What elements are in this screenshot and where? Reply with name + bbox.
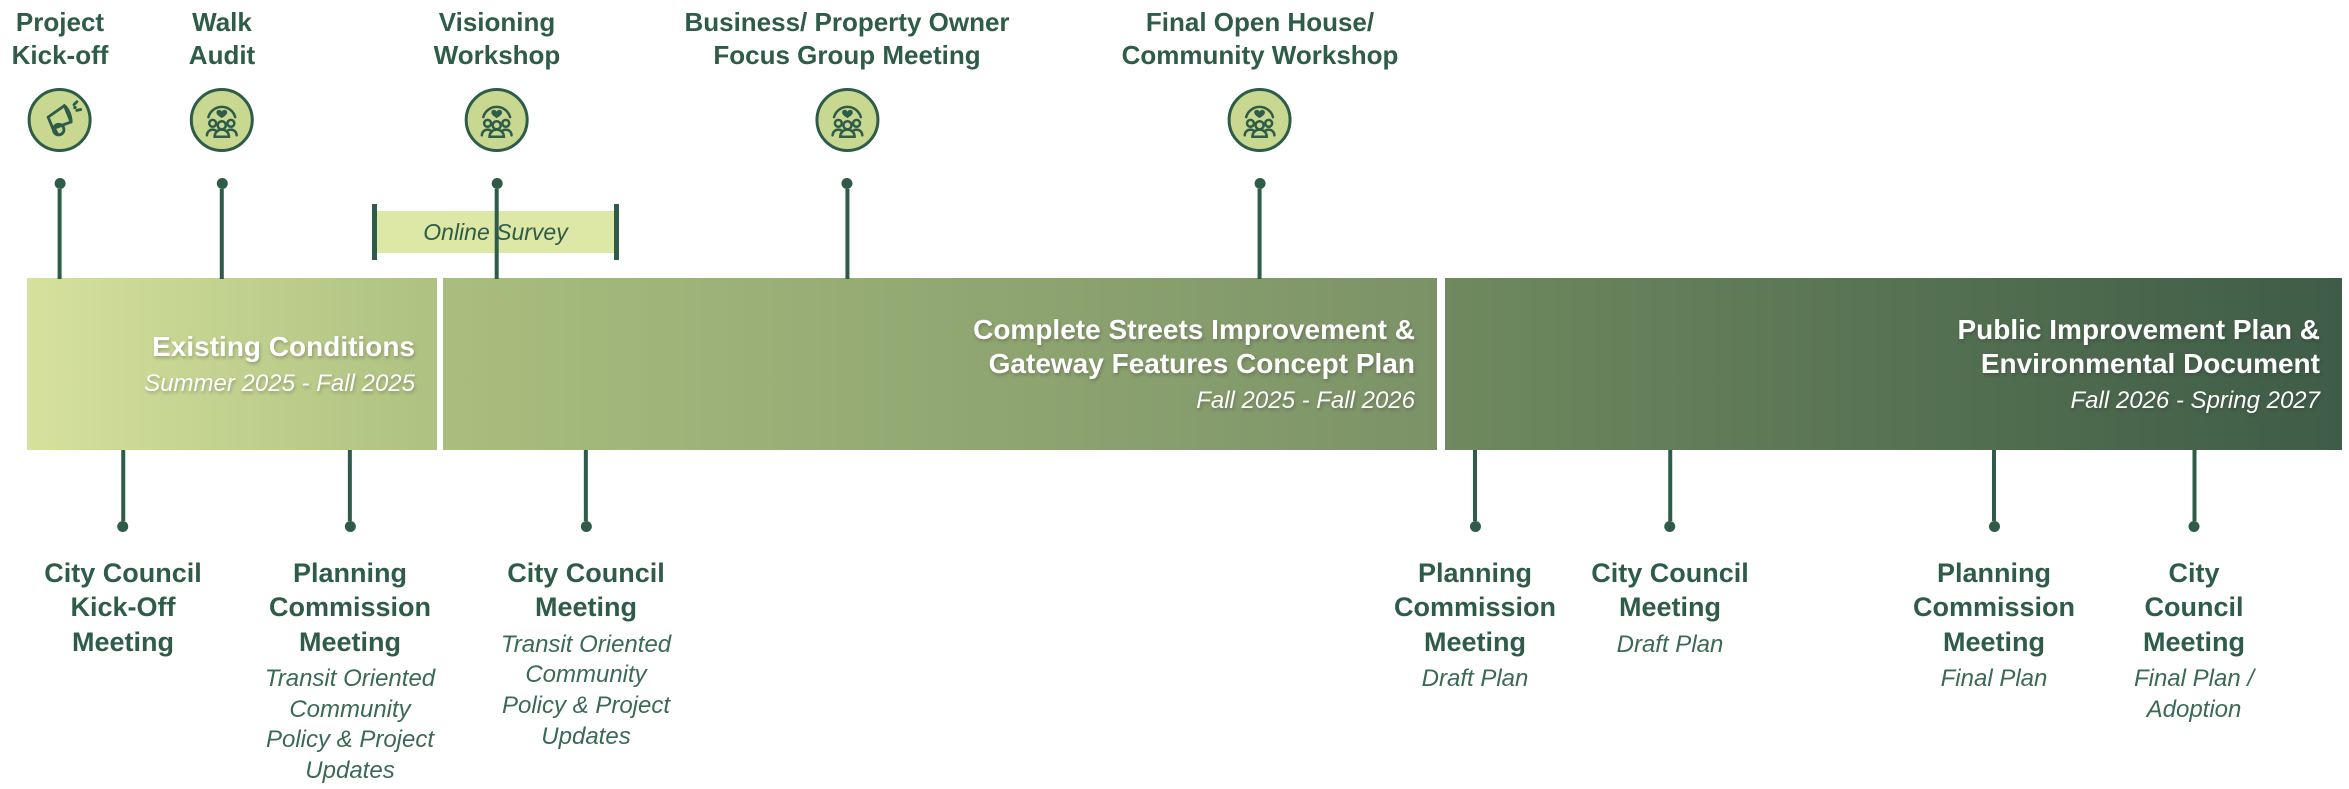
event-planning-commission-meeting-3: Planning Commission Meeting Final Plan [1913,450,2075,695]
event-subtitle: Final Plan / Adoption [2133,664,2255,723]
connector-dot [580,521,592,532]
community-meeting-icon [464,88,529,152]
event-subtitle: Transit Oriented Community Policy & Proj… [500,630,672,750]
connector-stem [120,450,125,521]
connector-dot [491,178,503,189]
event-title: City Council Meeting [1591,558,1749,623]
milestone-label: Visioning Workshop [433,7,561,70]
event-planning-commission-meeting-1: Planning Commission Meeting Transit Orie… [265,450,435,787]
event-subtitle: Draft Plan [1616,630,1724,658]
event-subtitle: Transit Oriented Community Policy & Proj… [264,664,436,784]
connector-line [841,178,853,279]
phase-title: Complete Streets Improvement & Gateway F… [973,314,1415,379]
connector-dot [1254,178,1266,189]
milestone-label: Project Kick-off [11,7,109,70]
connector-stem [58,189,62,279]
connector-stem [2192,450,2196,521]
milestone-project-kick-off: Project Kick-off [11,6,109,279]
connector-stem [347,450,352,521]
survey-left-tick [372,204,377,260]
event-subtitle: Draft Plan [1421,664,1529,692]
event-subtitle: Final Plan [1940,664,2048,692]
milestone-final-open-house: Final Open House/ Community Workshop [1121,6,1399,279]
megaphone-icon [28,88,92,152]
connector-dot [344,521,356,532]
connector-stem [1992,450,1996,521]
event-city-council-meeting-3: City Council Meeting Final Plan / Adopti… [2117,450,2272,725]
milestone-label: Walk Audit [188,7,256,70]
milestone-visioning-workshop: Visioning Workshop [433,6,561,279]
connector-stem [1473,450,1477,521]
connector-dot [1988,521,2000,532]
event-planning-commission-meeting-2: Planning Commission Meeting Draft Plan [1394,450,1556,695]
survey-right-tick [614,204,619,260]
connector-dot [1469,521,1481,532]
community-meeting-icon [1227,88,1292,152]
connector-dot [1664,521,1676,532]
connector-stem [494,189,499,279]
connector-line [54,178,66,279]
phase-bar-existing-conditions: Existing Conditions Summer 2025 - Fall 2… [27,278,437,450]
phase-dates: Summer 2025 - Fall 2025 [144,370,415,398]
connector-dot [54,178,66,189]
connector-dot [216,178,228,189]
event-title: City Council Meeting [507,558,665,623]
event-title: City Council Kick-Off Meeting [44,558,202,657]
connector-stem [583,450,588,521]
connector-dot [117,521,129,532]
connector-stem [844,189,849,279]
connector-line [491,178,503,279]
community-meeting-icon [189,88,254,152]
phase-title: Public Improvement Plan & Environmental … [1957,314,2320,379]
milestone-focus-group-meeting: Business/ Property Owner Focus Group Mee… [684,6,1010,279]
connector-line [1254,178,1266,279]
connector-dot [841,178,853,189]
event-city-council-kick-off-meeting: City Council Kick-Off Meeting [44,450,202,664]
phase-bar-complete-streets-concept-plan: Complete Streets Improvement & Gateway F… [443,278,1437,450]
community-meeting-icon [814,88,879,152]
event-title: Planning Commission Meeting [268,558,432,657]
event-title: City Council Meeting [2142,558,2245,657]
phase-bar-public-improvement-plan: Public Improvement Plan & Environmental … [1445,278,2342,450]
event-city-council-meeting-2: City Council Meeting Draft Plan [1591,450,1749,660]
event-city-council-meeting-1: City Council Meeting Transit Oriented Co… [501,450,671,752]
connector-stem [1257,189,1262,279]
connector-stem [1667,450,1672,521]
connector-dot [2188,521,2200,532]
event-title: Planning Commission Meeting [1393,558,1557,657]
milestone-label: Business/ Property Owner Focus Group Mee… [684,7,1010,70]
event-title: Planning Commission Meeting [1912,558,2076,657]
milestone-walk-audit: Walk Audit [189,6,255,279]
phase-dates: Fall 2025 - Fall 2026 [1196,386,1415,414]
milestone-label: Final Open House/ Community Workshop [1121,7,1399,70]
connector-stem [219,189,224,279]
phase-dates: Fall 2026 - Spring 2027 [2070,386,2321,414]
phase-title: Existing Conditions [152,330,415,362]
connector-line [216,178,228,279]
